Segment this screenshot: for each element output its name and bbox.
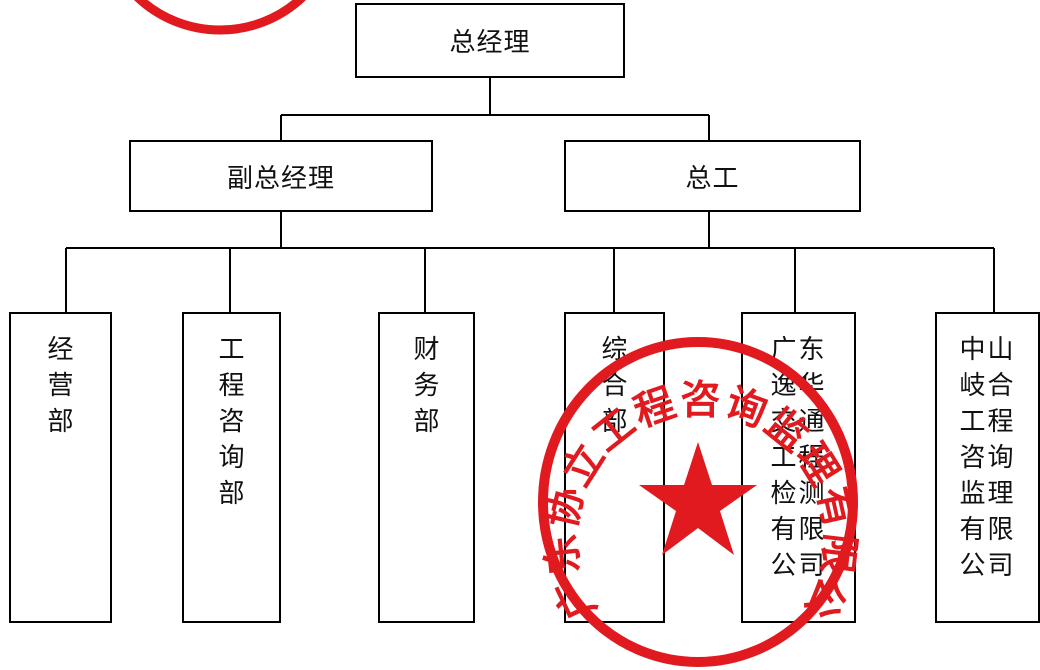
node-business-dept-label: 经 营 部 [47,335,74,437]
node-qihe-supervision-company: 中山 岐合 工程 咨询 监理 有限 公司 [935,312,1040,623]
node-yihua-testing-company: 广东 逸华 交通 工程 检测 有限 公司 [741,312,856,623]
node-engineering-consulting-dept-label: 工 程 咨 询 部 [218,335,245,509]
node-engineering-consulting-dept: 工 程 咨 询 部 [182,312,281,623]
node-chief-engineer: 总工 [564,140,861,212]
node-general-affairs-dept-label: 综 合 部 [601,335,628,437]
node-yihua-testing-company-label: 广东 逸华 交通 工程 检测 有限 公司 [770,335,827,581]
node-qihe-supervision-company-label: 中山 岐合 工程 咨询 监理 有限 公司 [959,335,1016,581]
node-general-manager-label: 总经理 [449,28,531,58]
node-deputy-general-manager-label: 副总经理 [226,163,335,194]
node-business-dept: 经 营 部 [9,312,112,623]
node-finance-dept-label: 财 务 部 [413,335,440,437]
node-general-manager: 总经理 [355,3,625,78]
node-deputy-general-manager: 副总经理 [129,140,433,212]
node-general-affairs-dept: 综 合 部 [564,312,665,623]
node-chief-engineer-label: 总工 [685,163,740,194]
node-finance-dept: 财 务 部 [378,312,475,623]
